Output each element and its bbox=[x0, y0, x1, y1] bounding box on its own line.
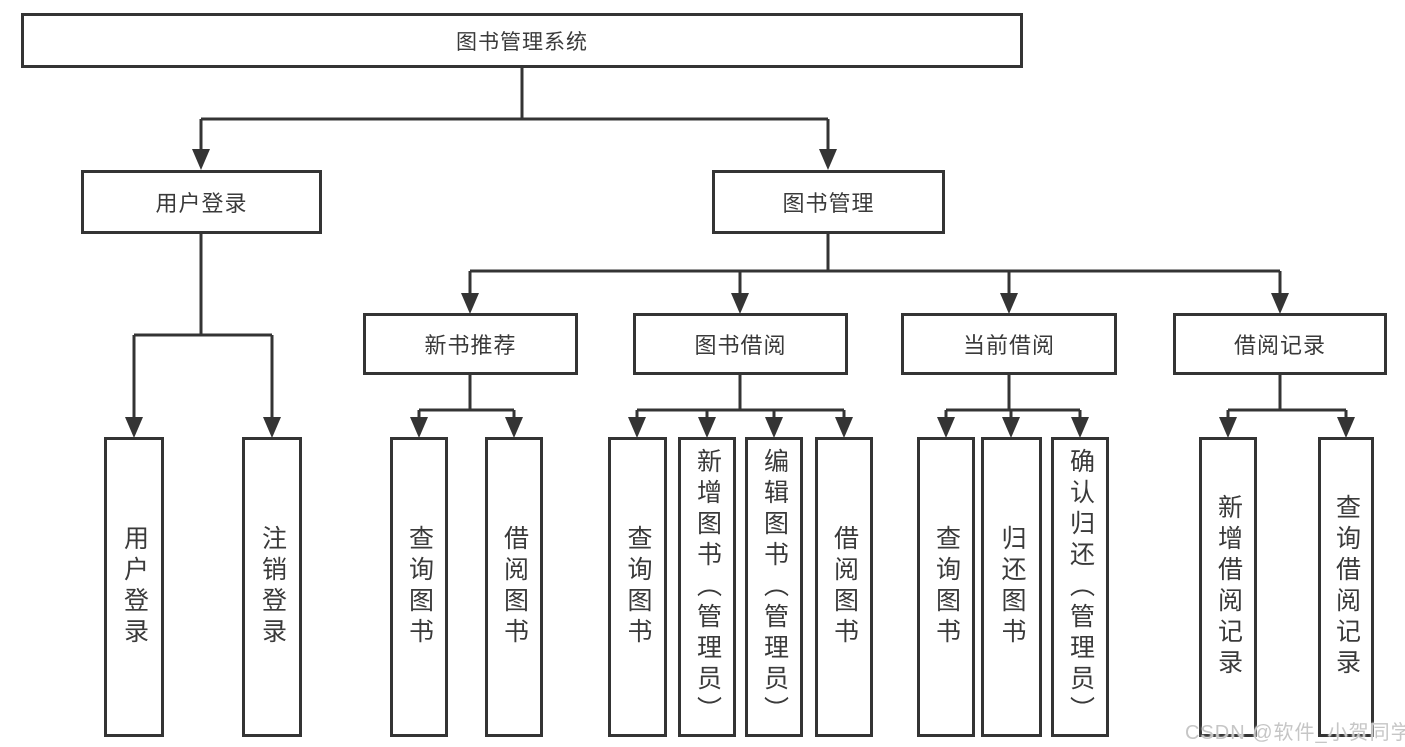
node-label: 注销登录 bbox=[258, 525, 287, 649]
node-current-borrowing: 当前借阅 bbox=[901, 313, 1117, 375]
node-label: 归还图书 bbox=[998, 525, 1026, 649]
node-label: 查询图书 bbox=[624, 525, 652, 649]
node-label: 图书管理 bbox=[782, 191, 875, 216]
node-label: 编辑图书（管理员） bbox=[760, 447, 789, 727]
node-label: 新书推荐 bbox=[424, 333, 517, 358]
node-label: 图书借阅 bbox=[694, 333, 787, 358]
leaf-query-books-current: 查询图书 bbox=[917, 437, 975, 737]
node-label: 借阅图书 bbox=[830, 525, 859, 649]
leaf-query-borrow-record: 查询借阅记录 bbox=[1318, 437, 1374, 737]
node-label: 查询图书 bbox=[405, 525, 434, 649]
leaf-add-books-admin: 新增图书（管理员） bbox=[678, 437, 736, 737]
node-label: 当前借阅 bbox=[962, 333, 1055, 358]
leaf-edit-books-admin: 编辑图书（管理员） bbox=[745, 437, 803, 737]
node-book-borrowing: 图书借阅 bbox=[633, 313, 848, 375]
node-label: 新增借阅记录 bbox=[1214, 494, 1243, 680]
leaf-add-borrow-record: 新增借阅记录 bbox=[1199, 437, 1257, 737]
node-label: 借阅记录 bbox=[1233, 333, 1326, 358]
node-label: 用户登录 bbox=[155, 191, 248, 216]
node-label: 新增图书（管理员） bbox=[693, 447, 722, 727]
node-book-management: 图书管理 bbox=[712, 170, 945, 234]
leaf-return-books: 归还图书 bbox=[981, 437, 1042, 737]
node-user-login: 用户登录 bbox=[81, 170, 322, 234]
node-new-book-recommend: 新书推荐 bbox=[363, 313, 578, 375]
leaf-query-books-recommend: 查询图书 bbox=[390, 437, 448, 737]
leaf-query-books-borrowing: 查询图书 bbox=[608, 437, 667, 737]
leaf-confirm-return-admin: 确认归还（管理员） bbox=[1051, 437, 1109, 737]
leaf-user-login: 用户登录 bbox=[104, 437, 164, 737]
node-label: 用户登录 bbox=[120, 525, 149, 649]
node-library-management-system: 图书管理系统 bbox=[21, 13, 1023, 68]
node-borrowing-records: 借阅记录 bbox=[1173, 313, 1387, 375]
node-label: 图书管理系统 bbox=[456, 30, 588, 54]
leaf-borrow-books-recommend: 借阅图书 bbox=[485, 437, 543, 737]
csdn-watermark: CSDN @软件_小贺同学 bbox=[1185, 722, 1405, 744]
node-label: 查询借阅记录 bbox=[1332, 494, 1361, 680]
leaf-logout: 注销登录 bbox=[242, 437, 302, 737]
leaf-borrow-books: 借阅图书 bbox=[815, 437, 873, 737]
node-label: 借阅图书 bbox=[500, 525, 529, 649]
node-label: 确认归还（管理员） bbox=[1066, 447, 1095, 727]
node-label: 查询图书 bbox=[932, 525, 961, 649]
